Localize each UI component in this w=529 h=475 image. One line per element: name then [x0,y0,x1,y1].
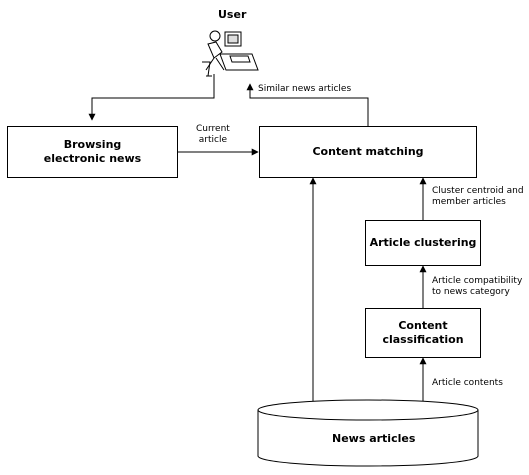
node-classification-label: Content classification [382,319,464,346]
node-browsing-label: Browsing electronic news [43,138,142,165]
node-content-classification: Content classification [365,308,481,358]
db-label: News articles [332,432,416,445]
node-matching-label: Content matching [312,145,424,158]
node-content-matching: Content matching [259,126,477,178]
node-article-clustering: Article clustering [365,220,481,266]
edge-label-current: Current article [196,124,230,145]
user-label: User [218,8,247,21]
node-clustering-label: Article clustering [369,236,477,249]
user-icon [202,30,259,77]
edge-label-contents: Article contents [432,378,503,388]
edge-label-compat: Article compatibility to news category [432,276,523,297]
edge-matching-to-user [246,83,369,126]
node-browsing-electronic-news: Browsing electronic news [7,126,178,178]
edge-label-similar: Similar news articles [258,84,352,94]
edge-user-to-browsing [88,74,215,121]
edge-label-centroid: Cluster centroid and member articles [432,186,524,207]
news-articles-database [257,399,479,467]
